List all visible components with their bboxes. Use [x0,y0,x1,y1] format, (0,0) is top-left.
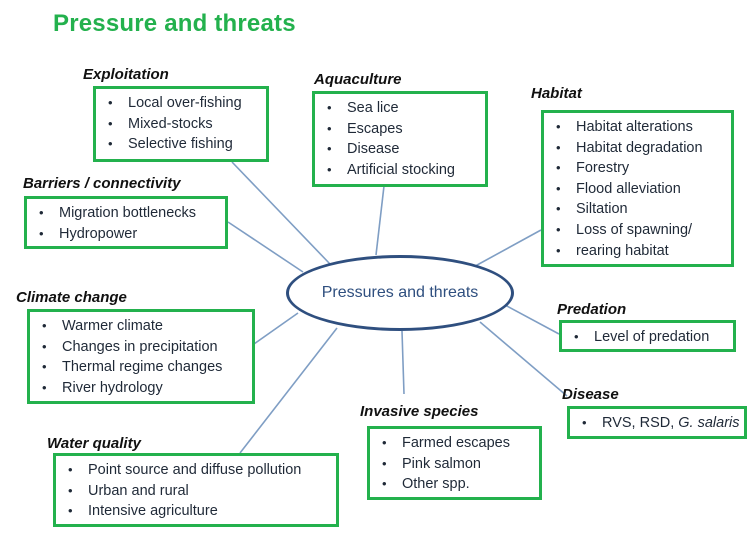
list-item: Artificial stocking [325,160,477,181]
center-label: Pressures and threats [321,284,479,301]
heading-aquaculture: Aquaculture [314,71,402,88]
diagram-title: Pressure and threats [53,10,296,37]
list-item: Sea lice [325,98,477,119]
box-water: Point source and diffuse pollution Urban… [53,453,339,527]
connector-water [239,327,338,454]
list-item: Intensive agriculture [66,501,328,522]
list-item: River hydrology [40,378,244,399]
box-disease: RVS, RSD, G. salaris [567,406,747,439]
list-item: Habitat alterations [554,117,723,138]
box-habitat: Habitat alterations Habitat degradation … [541,110,734,267]
list-item: Level of predation [572,327,725,348]
list-item: Urban and rural [66,481,328,502]
list-item: RVS, RSD, G. salaris [580,413,740,434]
disease-plain-text: RVS, RSD, [602,415,679,431]
connector-habitat [467,229,542,271]
list-item: Other spp. [380,474,531,495]
heading-predation: Predation [557,301,627,318]
list-item: Thermal regime changes [40,357,244,378]
box-climate: Warmer climate Changes in precipitation … [27,309,255,404]
box-aquaculture: Sea lice Escapes Disease Artificial stoc… [312,91,488,187]
connector-invasive [401,330,405,395]
list-item: rearing habitat [554,241,723,262]
list-item: Forestry [554,158,723,179]
list-item: Flood alleviation [554,179,723,200]
list-item: Changes in precipitation [40,337,244,358]
heading-exploitation: Exploitation [83,66,169,83]
heading-disease: Disease [562,386,619,403]
heading-climate: Climate change [16,289,127,306]
heading-habitat: Habitat [531,85,582,102]
connector-climate [253,312,299,345]
list-item: Local over-fishing [106,93,258,114]
connector-disease [479,321,568,397]
list-item: Mixed-stocks [106,114,258,135]
list-item: Migration bottlenecks [37,203,217,224]
disease-italic-text: G. salaris [678,415,740,431]
connector-exploitation [231,161,331,265]
list-item: Disease [325,139,477,160]
list-item: Selective fishing [106,134,258,155]
box-predation: Level of predation [559,320,736,352]
connector-aquaculture [375,185,385,256]
heading-invasive: Invasive species [360,403,479,420]
connector-predation [504,304,560,335]
box-invasive: Farmed escapes Pink salmon Other spp. [367,426,542,500]
list-item: Siltation [554,199,723,220]
list-item: Habitat degradation [554,138,723,159]
list-item: Pink salmon [380,454,531,475]
heading-water: Water quality [47,435,141,452]
box-barriers: Migration bottlenecks Hydropower [24,196,228,249]
list-item: Escapes [325,119,477,140]
list-item: Hydropower [37,224,217,245]
list-item: Loss of spawning/ [554,220,723,241]
connector-barriers [227,221,304,273]
center-ellipse: Pressures and threats [286,255,514,331]
list-item: Warmer climate [40,316,244,337]
box-exploitation: Local over-fishing Mixed-stocks Selectiv… [93,86,269,162]
list-item: Farmed escapes [380,433,531,454]
list-item: Point source and diffuse pollution [66,460,328,481]
heading-barriers: Barriers / connectivity [23,175,181,192]
